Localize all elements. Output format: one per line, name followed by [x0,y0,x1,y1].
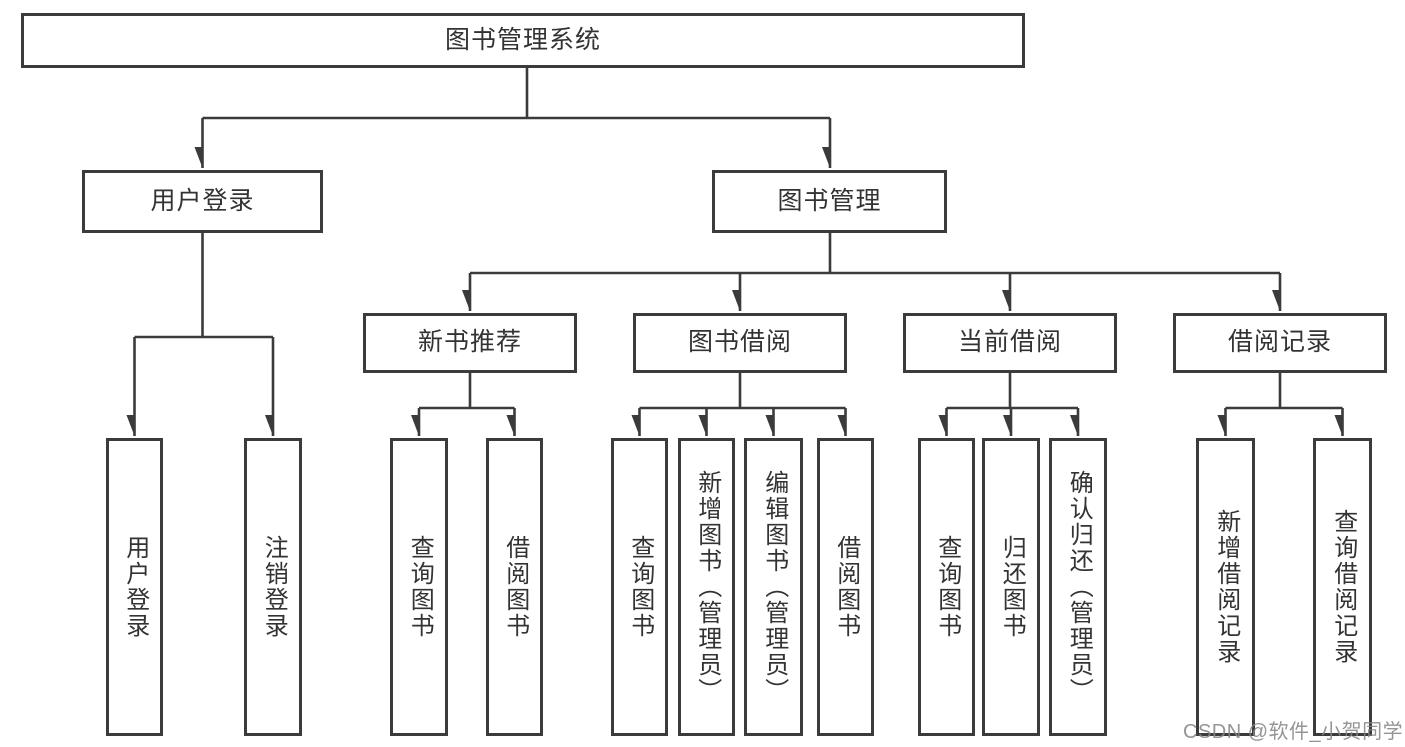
node-book-management: 图书管理 [712,170,947,233]
leaf-logout: 注销登录 [244,438,302,736]
leaf-add-book-admin: 新增图书（管理员） [678,438,735,736]
leaf-query-books-borrowing: 查询图书 [611,438,668,736]
connector-arrows [135,118,1344,436]
leaf-query-books-recommend: 查询图书 [390,438,448,736]
leaf-borrow-books-recommend: 借阅图书 [486,438,543,736]
leaf-query-borrow-record: 查询借阅记录 [1313,438,1372,736]
node-library-system: 图书管理系统 [21,13,1025,68]
node-user-login: 用户登录 [82,170,323,233]
csdn-watermark: CSDN @软件_小贺同学 [1183,721,1404,743]
node-book-borrowing: 图书借阅 [633,313,847,373]
leaf-edit-book-admin: 编辑图书（管理员） [744,438,803,736]
node-current-borrowing: 当前借阅 [903,313,1117,373]
leaf-borrow-books-borrowing: 借阅图书 [817,438,874,736]
leaf-return-book: 归还图书 [982,438,1040,736]
leaf-query-books-current: 查询图书 [918,438,975,736]
leaf-confirm-return-admin: 确认归还（管理员） [1049,438,1107,736]
node-new-book-recommend: 新书推荐 [363,313,577,373]
node-borrow-records: 借阅记录 [1173,313,1387,373]
leaf-user-login: 用户登录 [106,438,163,736]
connector-lines [134,68,1343,410]
leaf-add-borrow-record: 新增借阅记录 [1196,438,1255,736]
